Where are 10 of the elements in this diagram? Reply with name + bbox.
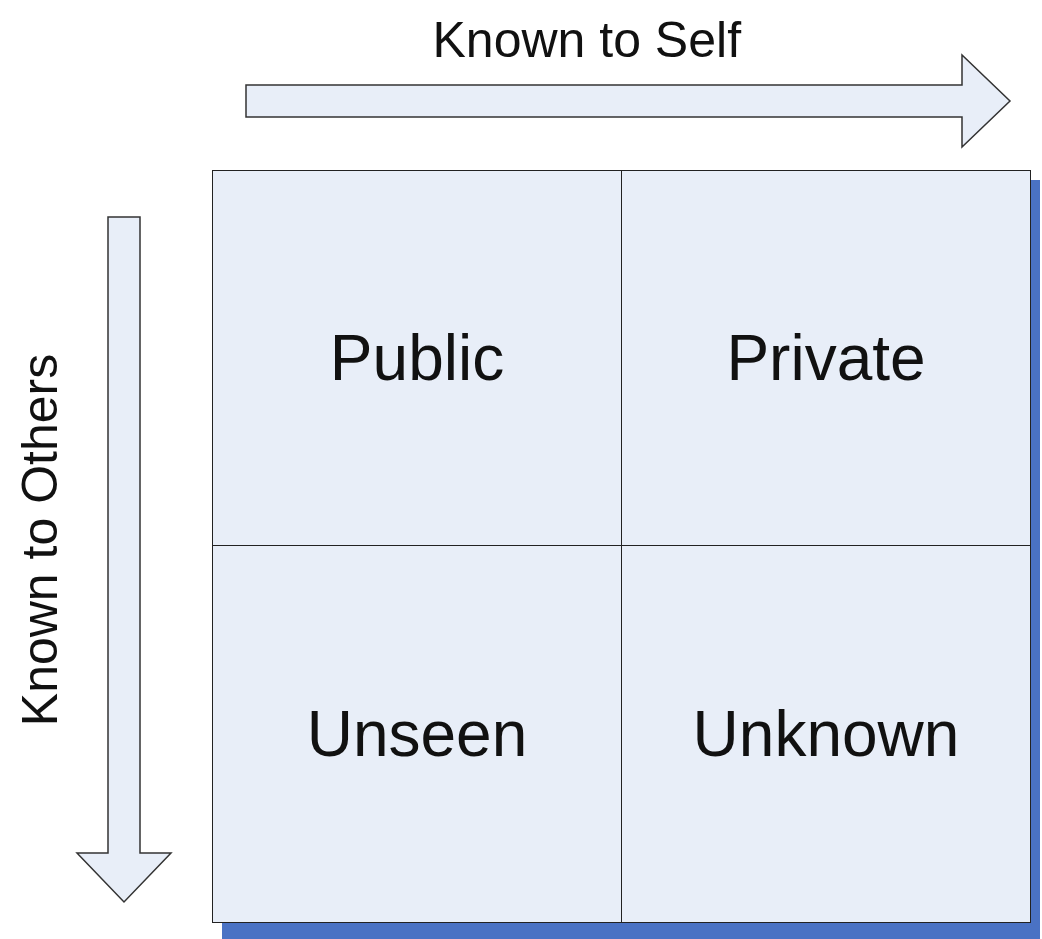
quadrant-label: Private	[726, 321, 926, 395]
quadrant	[212, 170, 622, 546]
quadrant-label: Public	[329, 321, 505, 395]
quadrant	[212, 545, 622, 923]
axis-label: Known to Others	[11, 353, 70, 727]
quadrant-label: Unknown	[692, 697, 960, 771]
quadrant	[621, 545, 1031, 923]
quadrant-label: Unseen	[306, 697, 528, 771]
quadrant	[621, 170, 1031, 546]
axis-label: Known to Self	[432, 11, 742, 69]
